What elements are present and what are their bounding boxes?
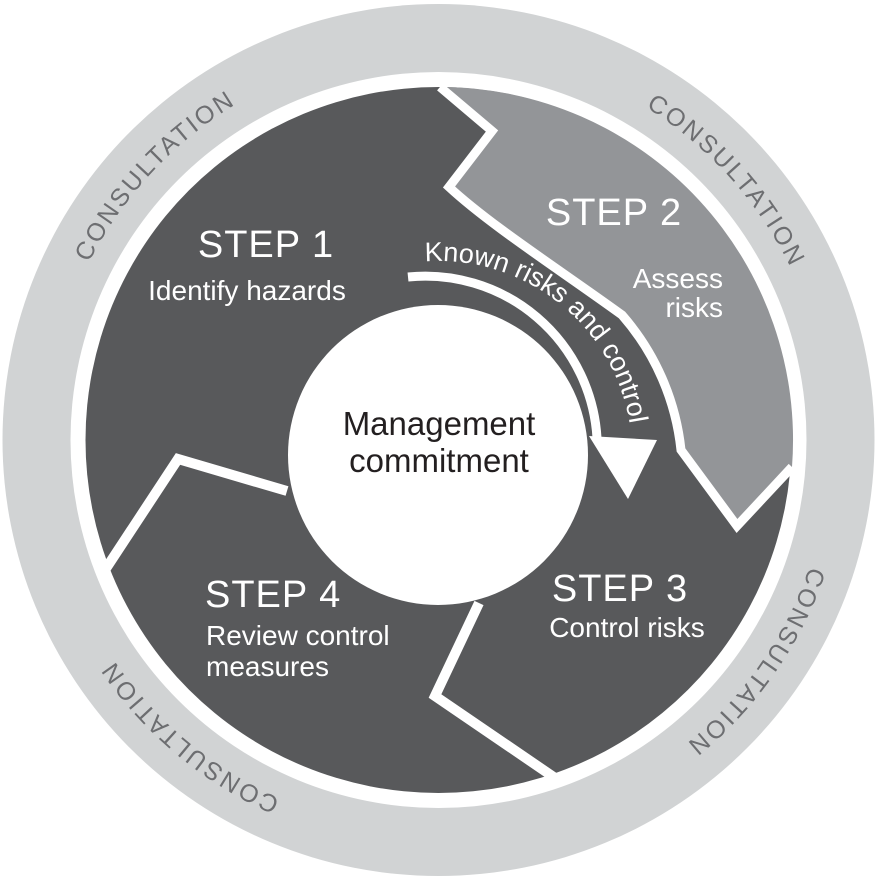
step1-title: STEP 1 (198, 224, 334, 266)
segment-step-1: STEP 1 Identify hazards (148, 224, 346, 306)
step4-title: STEP 4 (205, 574, 341, 616)
cycle-arrow-shaft (407, 271, 602, 439)
step2-boundary-line (437, 83, 796, 534)
step1-description: Identify hazards (148, 275, 346, 306)
segment-step-4: STEP 4 Review control measures (205, 574, 390, 682)
step4-description-line1: Review control (206, 620, 390, 651)
step4-description-line2: measures (206, 651, 329, 682)
step2-title: STEP 2 (546, 192, 682, 234)
step4-step1-boundary-chevron (100, 453, 289, 573)
step3-description: Control risks (549, 612, 705, 643)
segment-step-3: STEP 3 Control risks (549, 568, 705, 643)
center-label-line2: commitment (349, 442, 529, 479)
step2-description-line2: risks (665, 292, 723, 323)
segment-step-2: STEP 2 Assess risks (546, 192, 723, 323)
center-label-line1: Management (343, 405, 536, 442)
center-label: Management commitment (343, 405, 536, 479)
step2-description-line1: Assess (633, 263, 723, 294)
cycle-arrow-head-icon (589, 436, 657, 499)
center-circle (288, 305, 588, 605)
step3-step4-boundary-chevron (428, 600, 561, 785)
step3-title: STEP 3 (552, 568, 688, 610)
